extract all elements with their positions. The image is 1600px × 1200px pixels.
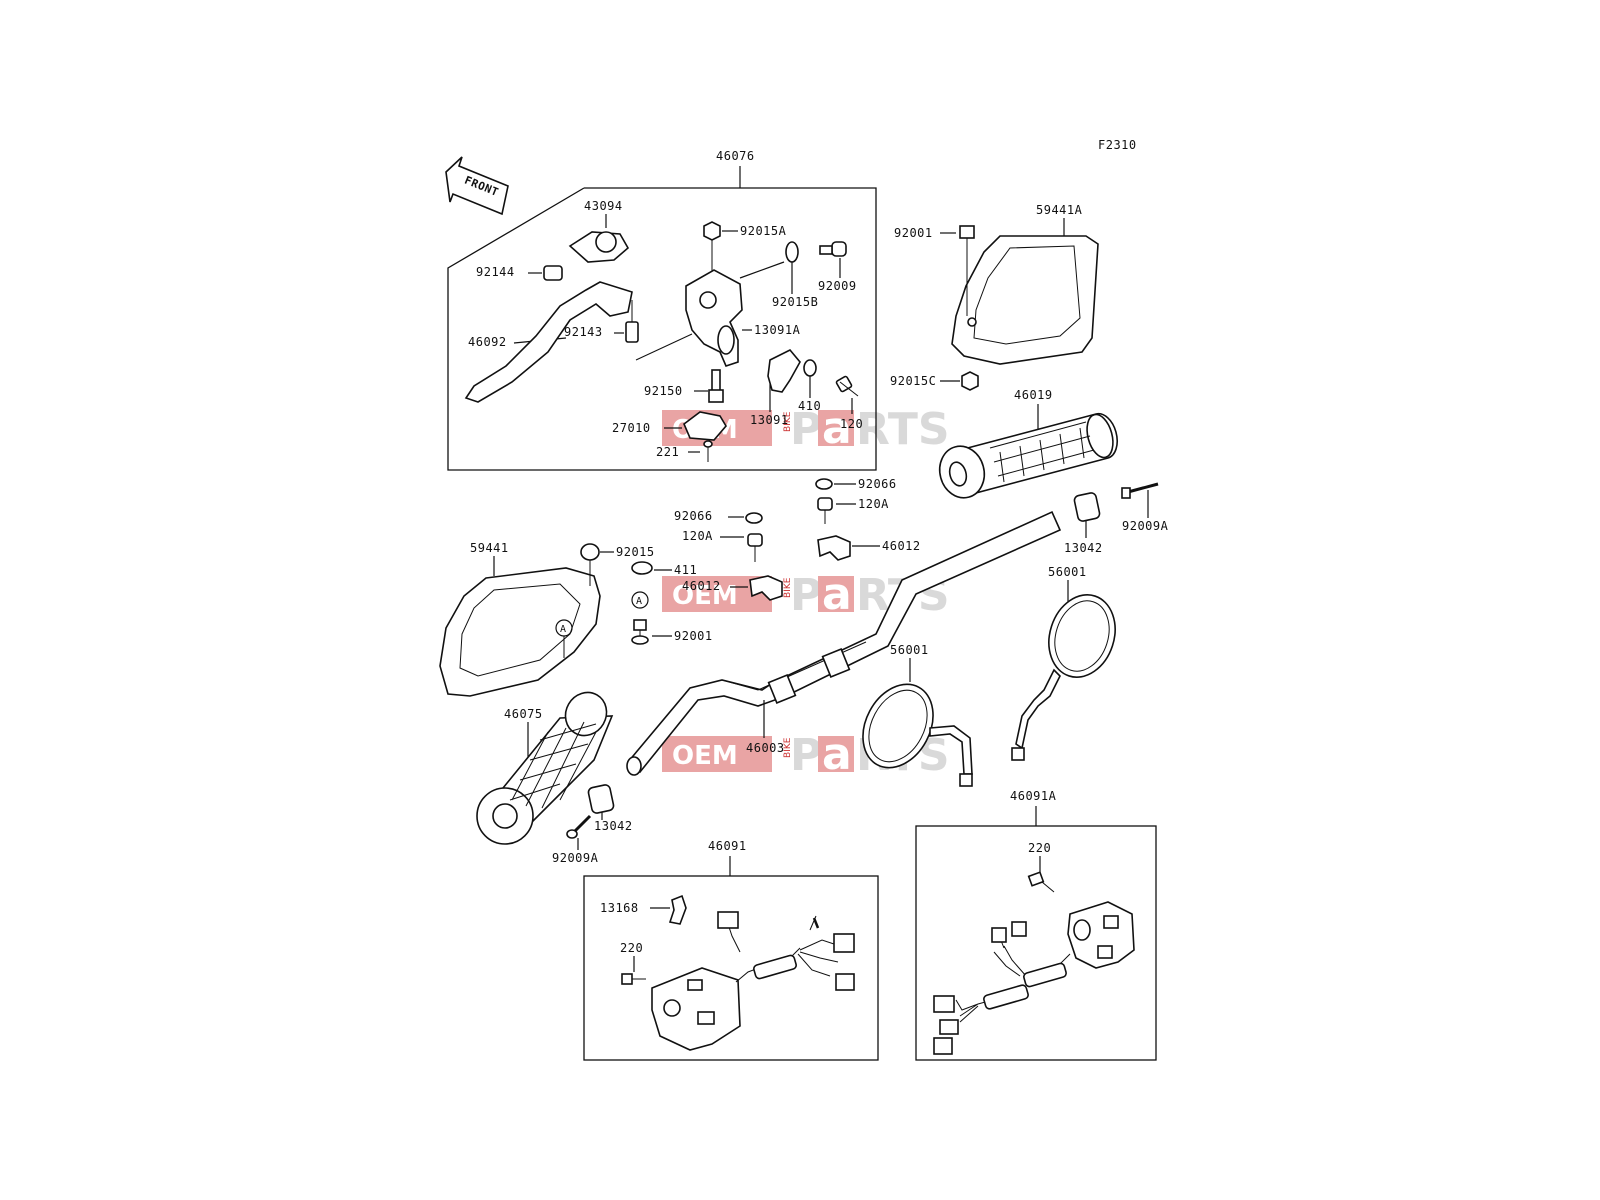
svg-text:BIKE: BIKE — [783, 411, 793, 432]
part-46092 — [464, 281, 633, 403]
label-220-left: 220 — [620, 941, 643, 955]
label-92143: 92143 — [564, 325, 603, 339]
part-27010 — [683, 411, 727, 441]
svg-text:a: a — [822, 569, 852, 620]
label-92009A-left: 92009A — [552, 851, 599, 865]
label-13091A: 13091A — [754, 323, 801, 337]
label-46076: 46076 — [716, 149, 755, 163]
part-left-switch — [651, 967, 741, 1051]
figure-code: F2310 — [1098, 138, 1137, 152]
label-46075: 46075 — [504, 707, 543, 721]
handlebar: 46003 — [626, 510, 1062, 776]
label-46091: 46091 — [708, 839, 747, 853]
svg-text:OEM: OEM — [672, 581, 738, 611]
label-92066-left: 92066 — [674, 509, 713, 523]
svg-text:BIKE: BIKE — [783, 737, 793, 758]
callout-a-top — [631, 591, 649, 609]
label-46012-left: 46012 — [682, 579, 721, 593]
callout-a-top-label: A — [636, 596, 643, 607]
label-46003: 46003 — [746, 741, 785, 755]
part-lever-holder — [685, 269, 743, 367]
hand-guard-left: 59441 92015 411 A A 92001 — [439, 541, 713, 697]
mirror-right: 56001 — [1011, 565, 1116, 761]
part-43094 — [568, 231, 630, 263]
part-56001-right — [1048, 594, 1116, 678]
label-92001-right: 92001 — [894, 226, 933, 240]
label-410: 410 — [798, 399, 821, 413]
label-59441A: 59441A — [1036, 203, 1083, 217]
part-46019 — [959, 412, 1119, 495]
label-120A-right: 120A — [858, 497, 889, 511]
svg-text:P: P — [790, 570, 822, 621]
label-27010: 27010 — [612, 421, 651, 435]
label-46012-right: 46012 — [882, 539, 921, 553]
label-92066-right: 92066 — [858, 477, 897, 491]
left-switch-box: 46091 13168 220 — [583, 839, 879, 1061]
label-92015A: 92015A — [740, 224, 787, 238]
part-59441 — [439, 567, 601, 697]
right-switch-box: 46091A 220 — [915, 789, 1157, 1061]
label-92001-left: 92001 — [674, 629, 713, 643]
svg-text:RTS: RTS — [856, 404, 950, 455]
svg-text:P: P — [790, 730, 822, 781]
svg-text:P: P — [790, 404, 822, 455]
label-92009A-right: 92009A — [1122, 519, 1169, 533]
svg-text:OEM: OEM — [672, 741, 738, 771]
svg-text:a: a — [822, 729, 852, 780]
svg-text:BIKE: BIKE — [783, 577, 793, 598]
grip-right: 46019 — [938, 388, 1119, 499]
svg-text:a: a — [822, 403, 852, 454]
part-59441A — [951, 235, 1099, 365]
part-13091 — [767, 349, 801, 393]
hand-guard-right: 59441A 92001 92015C — [890, 203, 1099, 391]
handlebar-holders: 92066 120A 46012 92066 120A 46012 — [674, 477, 921, 601]
label-46019: 46019 — [1014, 388, 1053, 402]
label-92144: 92144 — [476, 265, 515, 279]
part-46012-right — [817, 535, 851, 561]
label-92009: 92009 — [818, 279, 857, 293]
callout-a-guard-label: A — [560, 624, 567, 635]
label-46092: 46092 — [468, 335, 507, 349]
label-411: 411 — [674, 563, 697, 577]
lever-assembly-box: 46076 43094 92144 46092 92143 92015A — [447, 149, 877, 471]
label-59441: 59441 — [470, 541, 509, 555]
label-92015C: 92015C — [890, 374, 936, 388]
bar-end-left: 13042 92009A — [552, 784, 633, 865]
label-56001-center: 56001 — [890, 643, 929, 657]
label-92015B: 92015B — [772, 295, 818, 309]
grip-left: 46075 — [476, 691, 614, 845]
label-13042-right: 13042 — [1064, 541, 1103, 555]
mirror-center: 56001 — [862, 643, 973, 787]
label-220-right: 220 — [1028, 841, 1051, 855]
label-120: 120 — [840, 417, 863, 431]
label-92015: 92015 — [616, 545, 655, 559]
part-46012-left — [749, 575, 783, 601]
bar-end-right: 13042 92009A — [1064, 482, 1169, 555]
part-46003 — [626, 510, 1062, 774]
label-13168: 13168 — [600, 901, 639, 915]
label-13091: 13091 — [750, 413, 789, 427]
front-arrow-icon: FRONT — [445, 156, 509, 216]
label-92150: 92150 — [644, 384, 683, 398]
label-46091A: 46091A — [1010, 789, 1057, 803]
label-56001-right: 56001 — [1048, 565, 1087, 579]
label-13042-left: 13042 — [594, 819, 633, 833]
label-120A-left: 120A — [682, 529, 713, 543]
label-221: 221 — [656, 445, 679, 459]
label-43094: 43094 — [584, 199, 623, 213]
